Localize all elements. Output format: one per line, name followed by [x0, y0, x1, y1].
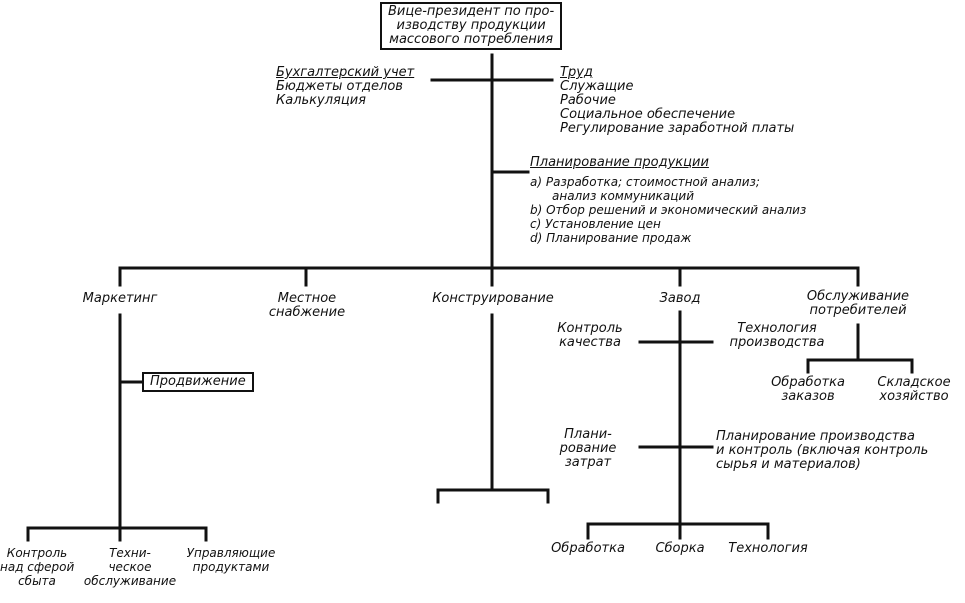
- plant-assembly: Сборка: [655, 541, 705, 556]
- cost-line: Плани-: [564, 427, 612, 442]
- quality-line: Контроль: [557, 321, 623, 336]
- marketing-title: Маркетинг: [82, 291, 158, 306]
- prodplan-line: Планирование производства: [716, 429, 915, 444]
- sub-line: сбыта: [18, 574, 56, 588]
- labor-title: Труд: [560, 65, 593, 80]
- plant-title: Завод: [659, 291, 701, 306]
- planning-item: d) Планирование продаж: [530, 231, 692, 245]
- warehouse-line: хозяйство: [879, 389, 949, 404]
- planning-title: Планирование продукции: [530, 155, 709, 170]
- quality-control: Контроль качества: [540, 322, 640, 350]
- plant-technology: Технология: [728, 541, 808, 556]
- supply-title: Местное снабжение: [252, 292, 362, 320]
- cost-planning: Плани- рование затрат: [540, 428, 636, 470]
- tech-line: производства: [729, 335, 825, 350]
- vp-line-2: изводству продукции: [396, 18, 546, 33]
- labor-item: Социальное обеспечение: [560, 107, 736, 122]
- order-line: Обработка: [771, 375, 845, 390]
- prodplan-line: и контроль (включая контроль: [716, 443, 929, 458]
- accounting-item: Бюджеты отделов: [276, 79, 403, 94]
- service-line: Обслуживание: [806, 289, 910, 304]
- promotion-box: Продвижение: [142, 372, 254, 392]
- prodplan-line: сырья и материалов): [716, 457, 861, 472]
- production-technology: Технология производства: [712, 322, 842, 350]
- tech-line: Технология: [737, 321, 817, 336]
- vp-line-1: Вице-президент по про-: [388, 4, 555, 19]
- sub-line: Управляющие: [186, 546, 276, 560]
- accounting-block: Бухгалтерский учет Бюджеты отделов Кальк…: [276, 66, 414, 108]
- planning-item: c) Установление цен: [530, 217, 661, 231]
- service-line: потребителей: [809, 303, 907, 318]
- labor-item: Рабочие: [560, 93, 616, 108]
- supply-line: Местное: [277, 291, 337, 306]
- cost-line: затрат: [564, 455, 612, 470]
- sub-line: над сферой: [0, 560, 75, 574]
- labor-block: Труд Служащие Рабочие Социальное обеспеч…: [560, 66, 794, 136]
- marketing-sub-1: Контроль над сферой сбыта: [0, 546, 74, 588]
- sub-line: продуктами: [192, 560, 270, 574]
- marketing-sub-2: Техни- ческое обслуживание: [80, 546, 180, 588]
- accounting-title: Бухгалтерский учет: [276, 65, 415, 80]
- sub-line: Контроль: [6, 546, 68, 560]
- supply-line: снабжение: [268, 305, 346, 320]
- cost-line: рование: [559, 441, 617, 456]
- warehouse-line: Складское: [877, 375, 951, 390]
- sub-line: Техни-: [109, 546, 151, 560]
- production-planning: Планирование производства и контроль (вк…: [716, 430, 928, 472]
- order-line: заказов: [781, 389, 835, 404]
- labor-item: Служащие: [560, 79, 634, 94]
- vice-president-box: Вице-президент по про- изводству продукц…: [380, 2, 563, 50]
- order-processing: Обработка заказов: [754, 376, 862, 404]
- plant-processing: Обработка: [551, 541, 625, 556]
- service-title: Обслуживание потребителей: [798, 290, 918, 318]
- warehouse: Складское хозяйство: [866, 376, 962, 404]
- marketing-sub-3: Управляющие продуктами: [164, 546, 298, 574]
- design-title: Конструирование: [432, 291, 554, 306]
- planning-item: анализ коммуникаций: [552, 189, 695, 203]
- planning-item: a) Разработка; стоимостной анализ;: [530, 175, 760, 189]
- sub-line: ческое: [108, 560, 152, 574]
- sub-line: обслуживание: [83, 574, 177, 588]
- planning-block: Планирование продукции a) Разработка; ст…: [530, 155, 807, 246]
- quality-line: качества: [559, 335, 621, 350]
- planning-item: b) Отбор решений и экономический анализ: [530, 203, 807, 217]
- accounting-item: Калькуляция: [276, 93, 366, 108]
- labor-item: Регулирование заработной платы: [560, 121, 795, 136]
- vp-line-3: массового потребления: [389, 32, 554, 47]
